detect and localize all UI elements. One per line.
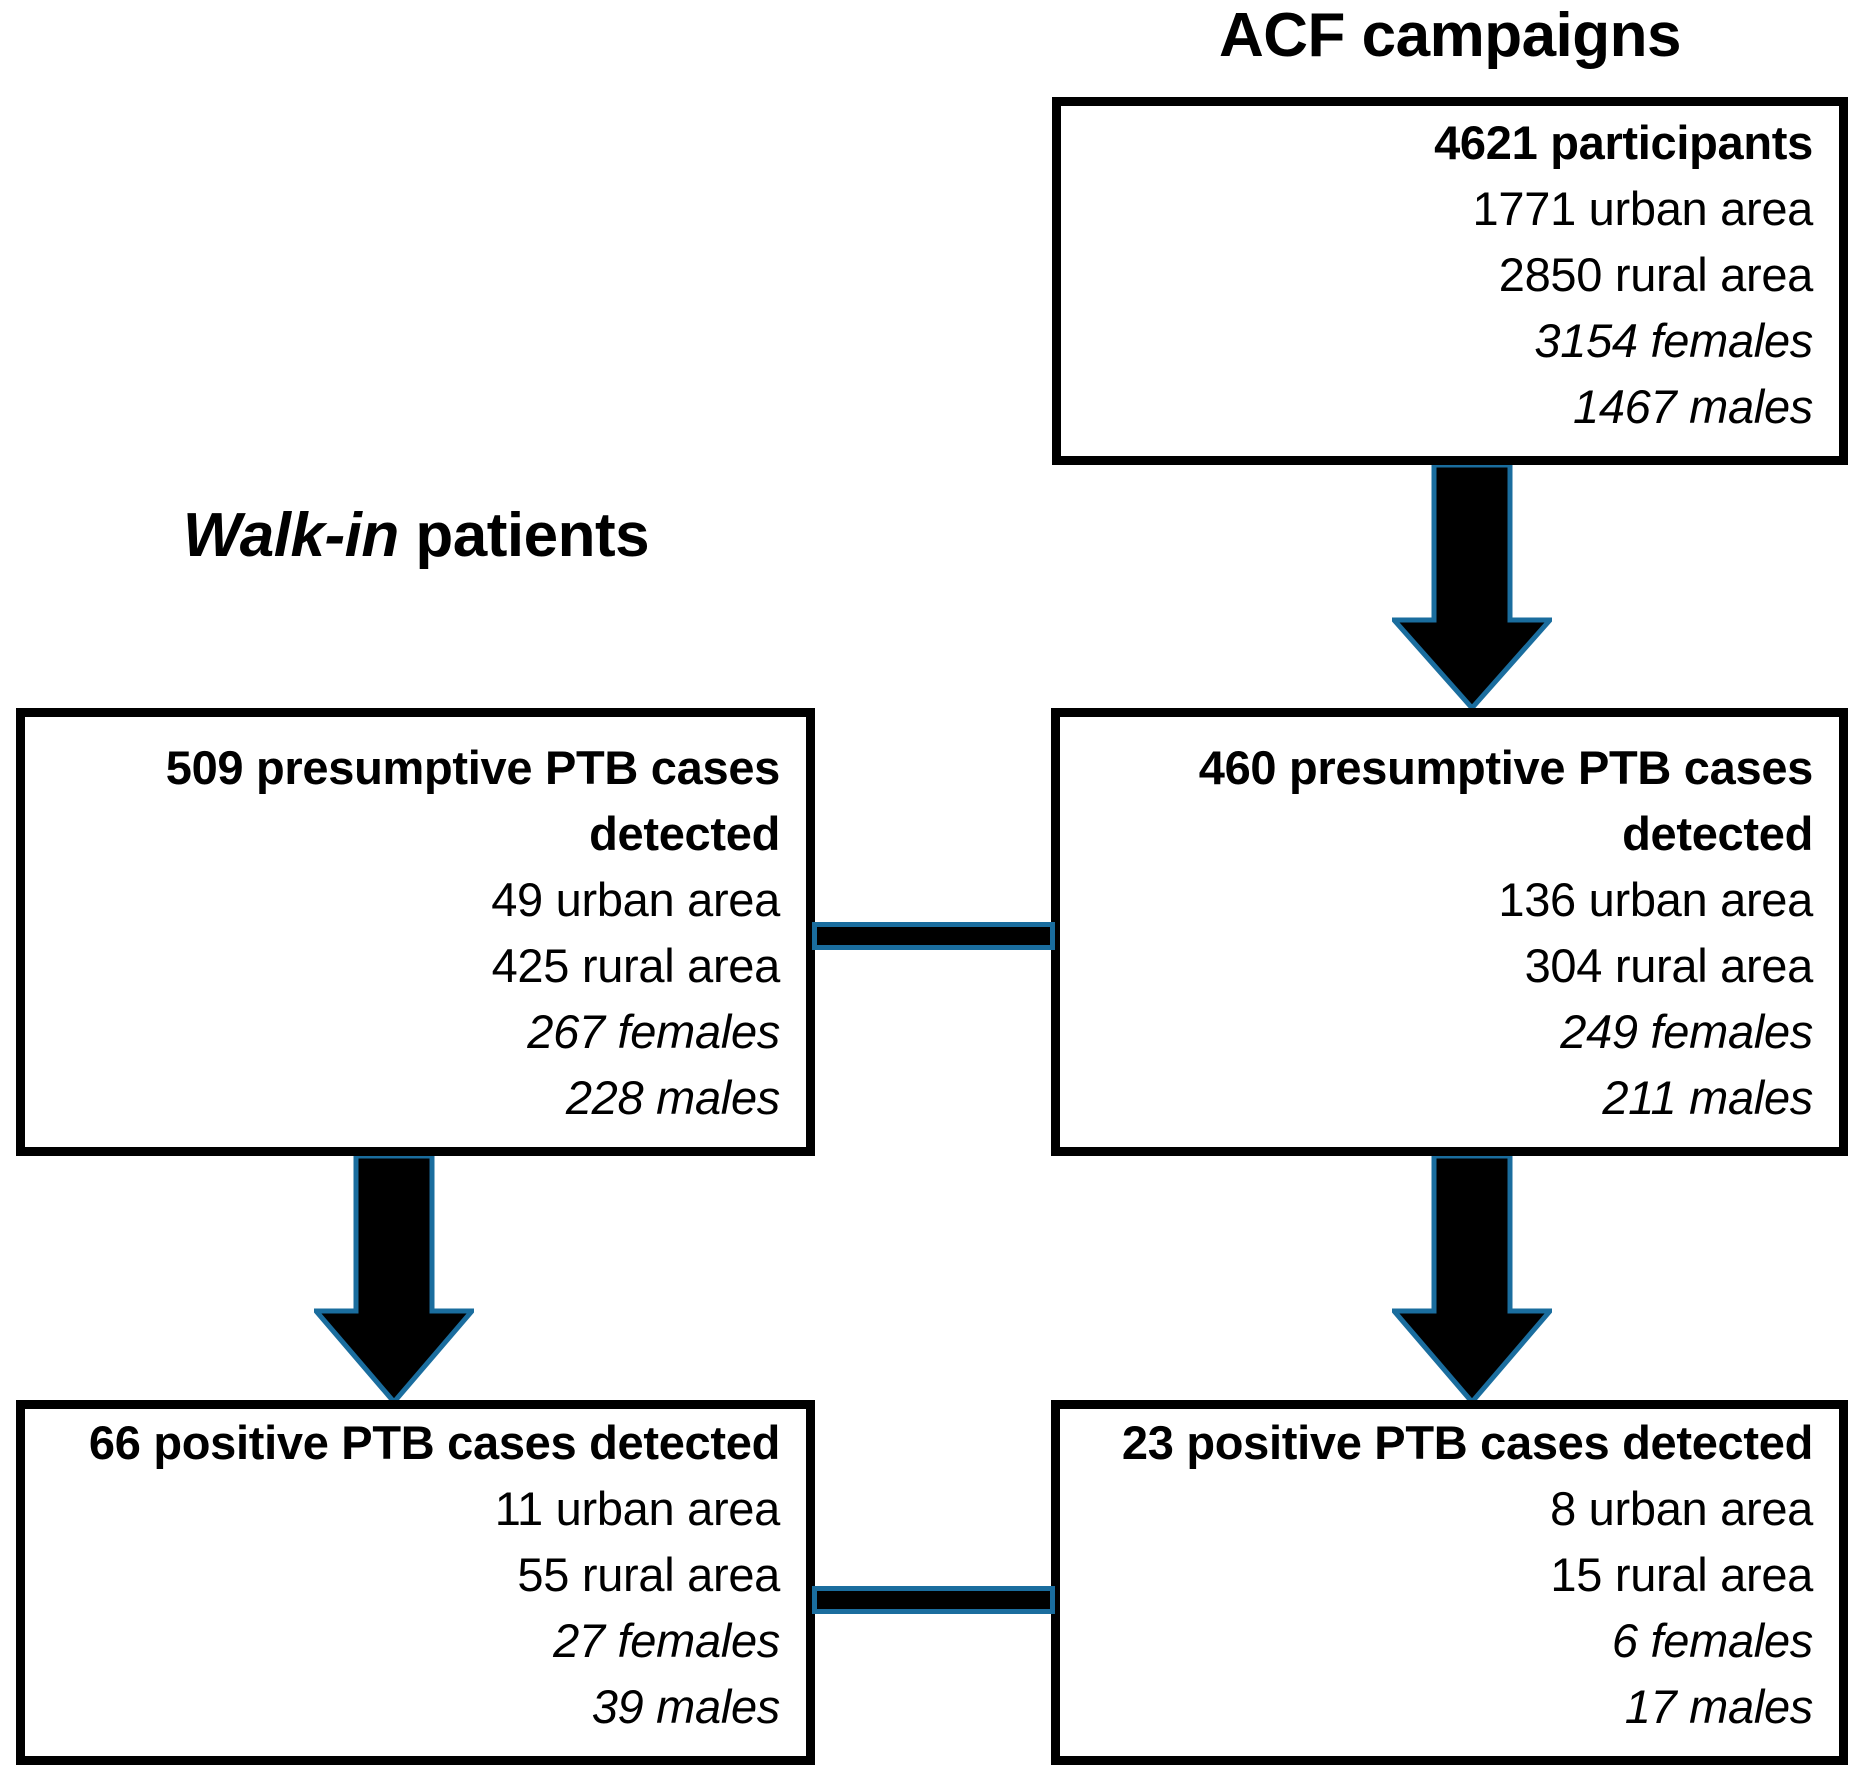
box-acf-participants: 4621 participants 1771 urban area 2850 r… (1052, 97, 1848, 465)
box-acf-positive-content: 23 positive PTB cases detected 8 urban a… (1060, 1410, 1813, 1740)
walk-in-patients-title: Walk-in patients (16, 498, 816, 574)
acf-participants-rural: 2850 rural area (1498, 248, 1814, 301)
acf-campaigns-title: ACF campaigns (1218, 1, 1682, 70)
walkin-positive-females: 27 females (553, 1614, 780, 1667)
walkin-positive-header: 66 positive PTB cases detected (88, 1416, 780, 1469)
box-walkin-presumptive: 509 presumptive PTB cases detected 49 ur… (16, 708, 815, 1156)
acf-presumptive-rural: 304 rural area (1524, 939, 1814, 992)
walkin-presumptive-females: 267 females (527, 1005, 780, 1058)
acf-participants-header: 4621 participants (1434, 116, 1813, 169)
walk-in-rest: patients (398, 501, 650, 570)
arrow-walkin-presumptive-to-positive (314, 1156, 474, 1404)
walkin-presumptive-rural: 425 rural area (491, 939, 781, 992)
box-walkin-presumptive-content: 509 presumptive PTB cases detected 49 ur… (25, 735, 781, 1131)
box-acf-presumptive-content: 460 presumptive PTB cases detected 136 u… (1060, 735, 1814, 1131)
walkin-presumptive-urban: 49 urban area (491, 873, 780, 926)
box-acf-positive: 23 positive PTB cases detected 8 urban a… (1051, 1400, 1848, 1765)
acf-presumptive-urban: 136 urban area (1498, 873, 1813, 926)
walkin-positive-males: 39 males (591, 1680, 781, 1733)
acf-participants-males: 1467 males (1573, 380, 1813, 433)
walk-in-emphasis: Walk-in (182, 501, 399, 570)
connector-positive-row (812, 1586, 1055, 1614)
arrow-acf-presumptive-to-positive (1392, 1156, 1552, 1404)
acf-participants-females: 3154 females (1534, 314, 1813, 367)
box-walkin-positive-content: 66 positive PTB cases detected 11 urban … (25, 1410, 780, 1740)
acf-positive-rural: 15 rural area (1550, 1548, 1813, 1601)
acf-positive-urban: 8 urban area (1550, 1482, 1813, 1535)
acf-presumptive-females: 249 females (1560, 1005, 1813, 1058)
box-walkin-positive: 66 positive PTB cases detected 11 urban … (16, 1400, 815, 1765)
acf-positive-males: 17 males (1624, 1680, 1814, 1733)
walkin-positive-rural: 55 rural area (517, 1548, 780, 1601)
acf-presumptive-header: 460 presumptive PTB cases detected (1198, 741, 1814, 860)
arrow-acf-participants-to-presumptive (1392, 465, 1552, 710)
walkin-positive-urban: 11 urban area (494, 1482, 781, 1535)
acf-participants-urban: 1771 urban area (1472, 182, 1814, 235)
acf-presumptive-males: 211 males (1602, 1071, 1813, 1124)
walkin-presumptive-header: 509 presumptive PTB cases detected (165, 741, 781, 860)
acf-positive-females: 6 females (1611, 1614, 1813, 1667)
connector-presumptive-row (812, 922, 1055, 950)
box-acf-presumptive: 460 presumptive PTB cases detected 136 u… (1051, 708, 1848, 1156)
walkin-presumptive-males: 228 males (565, 1071, 780, 1124)
acf-positive-header: 23 positive PTB cases detected (1121, 1416, 1813, 1469)
box-acf-participants-content: 4621 participants 1771 urban area 2850 r… (1061, 110, 1813, 440)
